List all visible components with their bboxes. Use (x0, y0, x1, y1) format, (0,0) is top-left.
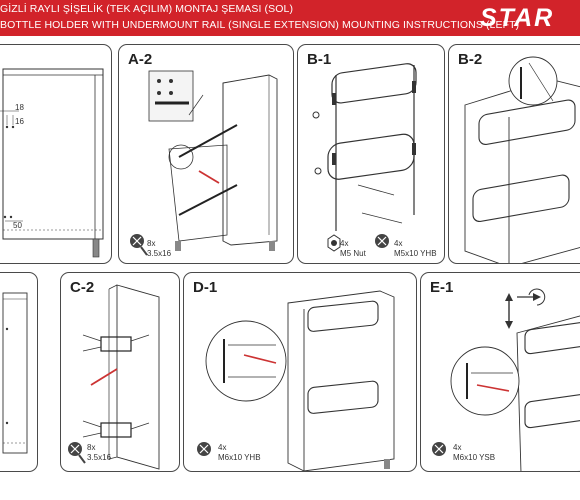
spec-d1: M6x10 YHB (218, 453, 261, 462)
panel-c2: C-2 8x 3.5x16 (60, 272, 180, 472)
side-panel-drawing (2, 292, 28, 454)
panel-a1: 18 16 50 (0, 44, 112, 264)
door-attachment-drawing (197, 290, 395, 471)
screw-icon (68, 442, 86, 464)
door-bracket-drawing (68, 284, 160, 470)
arrow-horizontal-icon (517, 293, 541, 301)
screw-icon (197, 442, 211, 456)
dim-50: 50 (13, 221, 22, 230)
qty-b1-screw: 4x (394, 239, 403, 248)
panel-e1: E-1 4x M6x10 YSB (420, 272, 580, 472)
panel-b2: B-2 (448, 44, 580, 264)
panel-label-b1: B-1 (307, 51, 332, 68)
qty-a2: 8x (147, 239, 156, 248)
title-en: BOTTLE HOLDER WITH UNDERMOUNT RAIL (SING… (0, 19, 520, 31)
basket-assembly-drawing (312, 63, 417, 252)
qty-c2: 8x (87, 443, 96, 452)
screw-icon (130, 234, 148, 256)
panel-a2: A-2 8x 3.5x16 (118, 44, 294, 264)
panel-label-e1: E-1 (430, 279, 454, 296)
dim-18: 18 (15, 103, 24, 112)
dim-16: 16 (15, 117, 24, 126)
qty-e1: 4x (453, 443, 462, 452)
spec-c2: 3.5x16 (87, 453, 112, 462)
cabinet-front-drawing (0, 68, 104, 258)
title-tr: GİZLİ RAYLI ŞİŞELİK (TEK AÇILIM) MONTAJ … (0, 3, 294, 15)
spec-e1: M6x10 YSB (453, 453, 496, 462)
brand-logo: STAR (480, 4, 555, 32)
panel-label-c2: C-2 (70, 279, 95, 296)
spec-b1-screw: M5x10 YHB (394, 249, 437, 258)
rail-mounting-drawing (130, 70, 278, 256)
height-adjust-drawing (432, 288, 580, 471)
panel-c1 (0, 272, 38, 472)
panel-label-d1: D-1 (193, 279, 218, 296)
nut-icon (327, 234, 341, 252)
panel-b1: B-1 4x M5 Nut 4x M5x10 YHB (297, 44, 445, 264)
panel-label-a2: A-2 (128, 51, 153, 68)
qty-b1-nut: 4x (340, 239, 349, 248)
panel-d1: D-1 4x M6x10 YHB (183, 272, 417, 472)
basket-in-cabinet-drawing (464, 56, 580, 263)
arrow-vertical-icon (505, 293, 513, 329)
spec-a2: 3.5x16 (147, 249, 172, 258)
header-bar: GİZLİ RAYLI ŞİŞELİK (TEK AÇILIM) MONTAJ … (0, 0, 580, 36)
spec-b1-nut: M5 Nut (340, 249, 366, 258)
panel-label-b2: B-2 (458, 51, 483, 68)
screw-icon (375, 234, 389, 248)
screw-icon (432, 442, 446, 456)
qty-d1: 4x (218, 443, 227, 452)
